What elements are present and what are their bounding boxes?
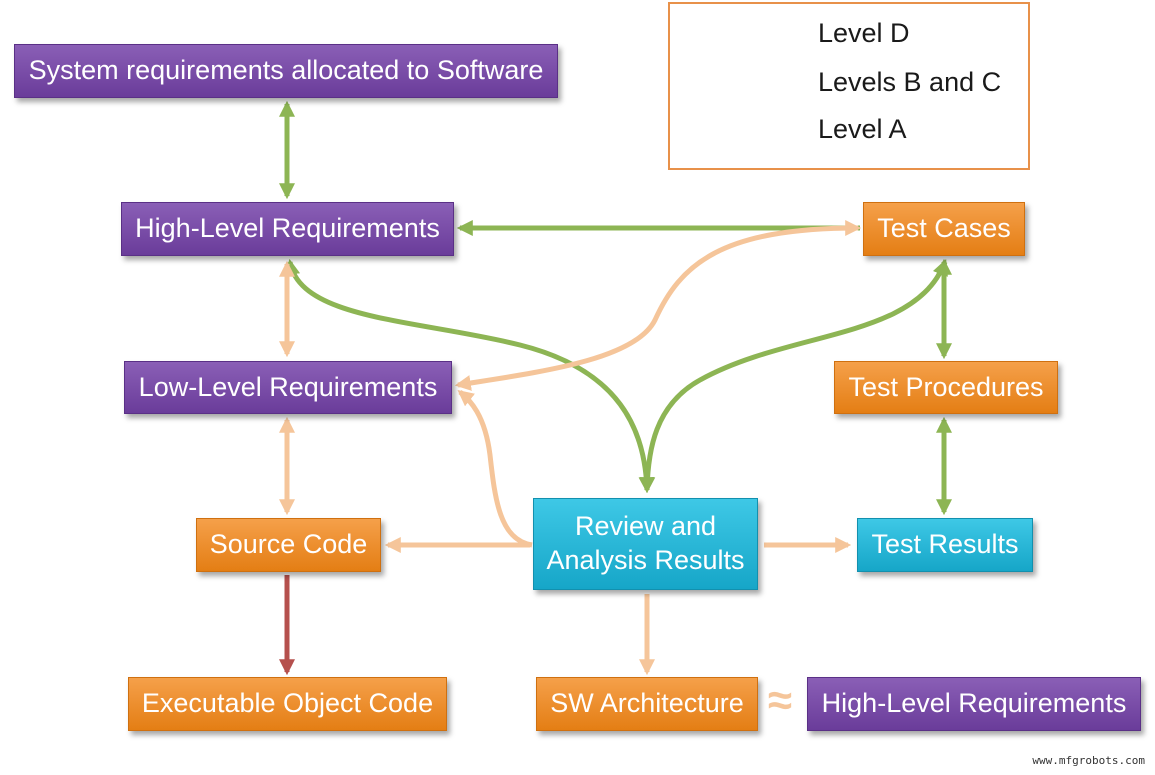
legend: Level D Levels B and C Level A bbox=[668, 2, 1030, 170]
legend-label-level-a: Level A bbox=[818, 114, 907, 144]
arrow-testcases-llr bbox=[454, 220, 862, 391]
approx-equal-symbol: ≈ bbox=[767, 676, 793, 725]
review-analysis-results-box: Review and Analysis Results bbox=[533, 498, 758, 590]
system-requirements-box: System requirements allocated to Softwar… bbox=[14, 44, 558, 98]
high-level-requirements-box: High-Level Requirements bbox=[121, 202, 454, 256]
low-level-requirements-box: Low-Level Requirements bbox=[124, 361, 452, 414]
high-level-requirements-equivalent-box: High-Level Requirements bbox=[807, 677, 1141, 731]
test-procedures-box: Test Procedures bbox=[834, 361, 1058, 414]
watermark: www.mfgrobots.com bbox=[1032, 754, 1145, 767]
arrow-review-llr bbox=[457, 390, 533, 548]
sw-architecture-box: SW Architecture bbox=[536, 677, 758, 731]
test-cases-box: Test Cases bbox=[863, 202, 1025, 256]
legend-label-levels-b-c: Levels B and C bbox=[818, 67, 1002, 97]
test-results-box: Test Results bbox=[857, 518, 1033, 572]
legend-label-level-d: Level D bbox=[818, 18, 910, 48]
source-code-box: Source Code bbox=[196, 518, 381, 572]
executable-object-code-box: Executable Object Code bbox=[128, 677, 447, 731]
